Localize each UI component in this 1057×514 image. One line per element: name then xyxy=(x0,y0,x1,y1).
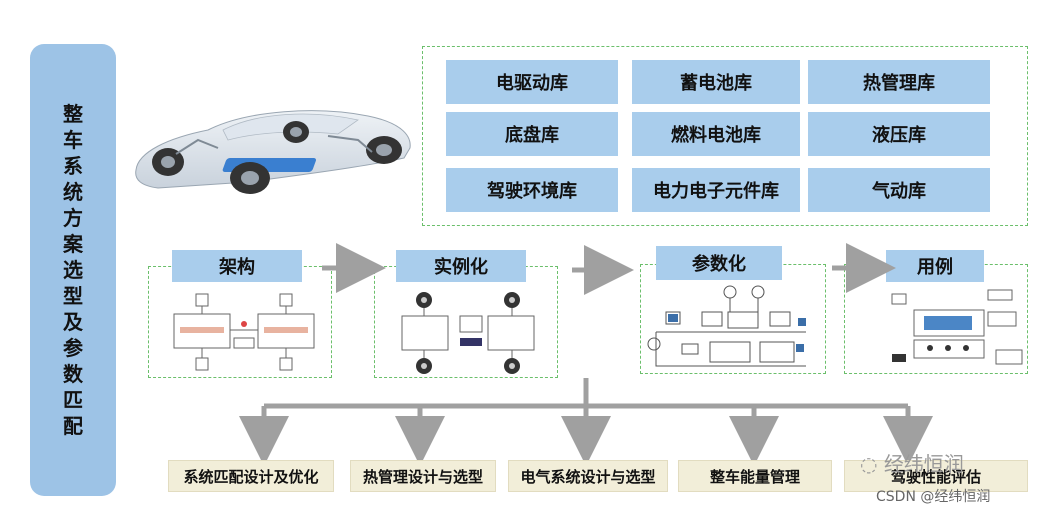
output-electrical-design: 电气系统设计与选型 xyxy=(508,460,668,492)
architecture-diagram-thumbnail xyxy=(173,293,315,371)
stage-architecture: 架构 xyxy=(172,250,302,282)
side-title-text: 整车系统方案选型及参数匹配 xyxy=(63,101,83,439)
output-system-matching: 系统匹配设计及优化 xyxy=(168,460,334,492)
library-electric-drive: 电驱动库 xyxy=(446,60,618,104)
library-hydraulic: 液压库 xyxy=(808,112,990,156)
side-title: 整车系统方案选型及参数匹配 xyxy=(30,44,116,496)
stage-instantiation: 实例化 xyxy=(396,250,526,282)
side-title-char: 匹 xyxy=(63,388,83,412)
library-power-electronics: 电力电子元件库 xyxy=(632,168,800,212)
output-drivability: 驾驶性能评估 xyxy=(844,460,1028,492)
library-pneumatic: 气动库 xyxy=(808,168,990,212)
stage-parameterization: 参数化 xyxy=(656,246,782,280)
vehicle-illustration xyxy=(135,110,411,194)
output-thermal-design: 热管理设计与选型 xyxy=(350,460,496,492)
side-title-char: 数 xyxy=(63,362,83,386)
library-battery: 蓄电池库 xyxy=(632,60,800,104)
side-title-char: 车 xyxy=(63,128,83,152)
stage-use-case: 用例 xyxy=(886,250,984,282)
side-title-char: 案 xyxy=(63,232,83,256)
side-title-char: 方 xyxy=(63,206,83,230)
wechat-watermark: ◌ 经纬恒润 xyxy=(860,448,964,477)
instantiation-panel xyxy=(374,266,558,378)
library-fuel-cell: 燃料电池库 xyxy=(632,112,800,156)
library-chassis: 底盘库 xyxy=(446,112,618,156)
side-title-char: 整 xyxy=(63,102,83,126)
library-driving-environment: 驾驶环境库 xyxy=(446,168,618,212)
side-title-char: 选 xyxy=(63,258,83,282)
wechat-icon: ◌ xyxy=(860,452,884,476)
component-library-panel xyxy=(422,46,1028,226)
side-title-char: 参 xyxy=(63,336,83,360)
library-thermal: 热管理库 xyxy=(808,60,990,104)
side-title-char: 配 xyxy=(63,414,83,438)
parameterization-diagram-thumbnail xyxy=(647,285,806,367)
wechat-watermark-text: 经纬恒润 xyxy=(883,452,964,476)
side-title-char: 及 xyxy=(63,310,83,334)
csdn-watermark: CSDN @经纬恒润 xyxy=(876,489,991,505)
side-title-char: 型 xyxy=(63,284,83,308)
instantiation-diagram-thumbnail xyxy=(401,292,535,374)
output-energy-management: 整车能量管理 xyxy=(678,460,832,492)
architecture-panel xyxy=(148,266,332,378)
use-case-diagram-thumbnail xyxy=(891,289,1023,365)
side-title-char: 系 xyxy=(63,154,83,178)
side-title-char: 统 xyxy=(63,180,83,204)
